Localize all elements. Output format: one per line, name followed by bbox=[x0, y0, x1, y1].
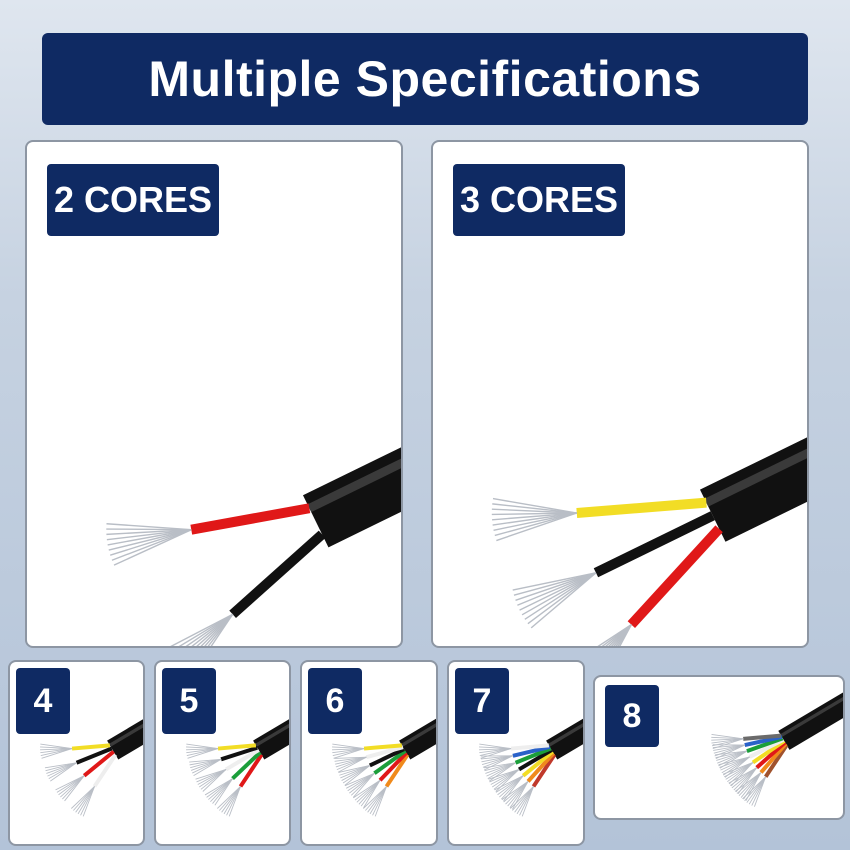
copper-strands bbox=[216, 786, 241, 817]
cable-illustration bbox=[479, 718, 583, 817]
copper-strands bbox=[44, 762, 77, 782]
core-wire bbox=[764, 743, 789, 778]
core-wire bbox=[517, 748, 553, 772]
core-wire bbox=[92, 753, 118, 788]
panel-6-cores: 6 bbox=[300, 660, 438, 846]
panel-5-cores: 5 bbox=[154, 660, 291, 846]
core-wire bbox=[224, 748, 260, 772]
core-wire bbox=[217, 743, 257, 751]
core-wire bbox=[229, 530, 326, 619]
core-wire bbox=[378, 751, 408, 782]
copper-strands bbox=[480, 755, 514, 771]
cores-label: 2 CORES bbox=[47, 164, 219, 236]
core-wire bbox=[75, 746, 113, 765]
cable-illustration bbox=[106, 447, 401, 646]
core-wire bbox=[238, 753, 264, 788]
core-wire bbox=[514, 746, 552, 765]
cable-jacket bbox=[699, 437, 807, 542]
copper-strands bbox=[204, 778, 233, 806]
core-wire bbox=[755, 740, 787, 770]
core-wire bbox=[363, 743, 403, 751]
cable-jacket bbox=[302, 447, 401, 548]
cores-label: 8 bbox=[605, 685, 659, 747]
copper-strands bbox=[338, 765, 371, 786]
copper-strands bbox=[106, 523, 192, 566]
panel-4-cores: 4 bbox=[8, 660, 145, 846]
copper-strands bbox=[718, 756, 750, 778]
copper-strands bbox=[344, 772, 375, 798]
core-wire bbox=[190, 503, 311, 535]
core-wire bbox=[759, 742, 788, 774]
cable-illustration bbox=[332, 718, 436, 817]
core-wire bbox=[521, 750, 554, 778]
core-wire bbox=[373, 749, 407, 775]
copper-strands bbox=[70, 786, 95, 817]
cores-label: 4 bbox=[16, 668, 70, 734]
core-wire bbox=[220, 745, 258, 762]
panel-3-cores: 3 CORES bbox=[431, 140, 809, 648]
title-banner: Multiple Specifications bbox=[42, 33, 808, 125]
core-wire bbox=[743, 733, 782, 741]
core-wire bbox=[231, 750, 262, 781]
core-wire bbox=[593, 511, 715, 578]
copper-strands bbox=[494, 775, 524, 802]
copper-strands bbox=[195, 769, 227, 792]
cable-jacket bbox=[778, 692, 843, 750]
copper-strands bbox=[715, 750, 748, 769]
copper-strands bbox=[491, 497, 578, 542]
core-wire bbox=[368, 747, 405, 768]
core-wire bbox=[365, 745, 404, 760]
copper-strands bbox=[479, 743, 512, 759]
cable-jacket bbox=[107, 719, 143, 760]
cable-illustration bbox=[711, 692, 843, 807]
cores-label: 6 bbox=[308, 668, 362, 734]
copper-strands bbox=[362, 786, 387, 817]
panel-7-cores: 7 bbox=[447, 660, 585, 846]
copper-strands bbox=[170, 613, 234, 646]
core-wire bbox=[744, 735, 783, 747]
cable-illustration bbox=[40, 719, 143, 817]
core-wire bbox=[526, 751, 556, 783]
cores-label: 5 bbox=[162, 668, 216, 734]
copper-strands bbox=[55, 775, 85, 802]
core-wire bbox=[748, 737, 785, 759]
cores-label: 3 CORES bbox=[453, 164, 625, 236]
copper-strands bbox=[353, 779, 381, 808]
copper-strands bbox=[483, 762, 516, 782]
core-wire bbox=[510, 743, 550, 751]
core-wire bbox=[71, 743, 111, 751]
cable-jacket-highlight bbox=[307, 458, 401, 513]
core-wire bbox=[576, 497, 707, 518]
core-wire bbox=[751, 739, 786, 765]
copper-strands bbox=[711, 733, 744, 750]
cable-illustration bbox=[186, 719, 289, 817]
core-wire bbox=[531, 753, 557, 788]
panel-8-cores: 8 bbox=[593, 675, 845, 820]
copper-strands bbox=[488, 769, 520, 792]
cable-jacket-highlight bbox=[704, 448, 807, 507]
core-wire bbox=[82, 750, 115, 778]
core-wire bbox=[512, 744, 551, 758]
copper-strands bbox=[334, 756, 367, 773]
core-wire bbox=[627, 525, 723, 628]
copper-strands bbox=[501, 781, 529, 810]
core-wire bbox=[746, 736, 784, 753]
cable-jacket bbox=[399, 718, 436, 760]
copper-strands bbox=[40, 743, 73, 759]
copper-strands bbox=[512, 572, 597, 629]
core-wire bbox=[384, 753, 410, 788]
cable-illustration bbox=[491, 437, 807, 646]
copper-strands bbox=[332, 743, 365, 759]
cores-label: 7 bbox=[455, 668, 509, 734]
copper-strands bbox=[722, 762, 754, 787]
copper-strands bbox=[186, 743, 219, 759]
panel-2-cores: 2 CORES bbox=[25, 140, 403, 648]
copper-strands bbox=[597, 624, 632, 646]
cable-jacket bbox=[546, 718, 583, 760]
cable-jacket bbox=[253, 719, 289, 760]
copper-strands bbox=[189, 758, 222, 777]
copper-strands bbox=[509, 786, 534, 817]
